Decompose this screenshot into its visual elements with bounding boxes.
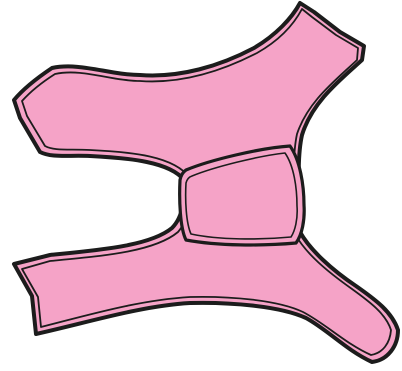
illustration-canvas bbox=[0, 0, 402, 371]
